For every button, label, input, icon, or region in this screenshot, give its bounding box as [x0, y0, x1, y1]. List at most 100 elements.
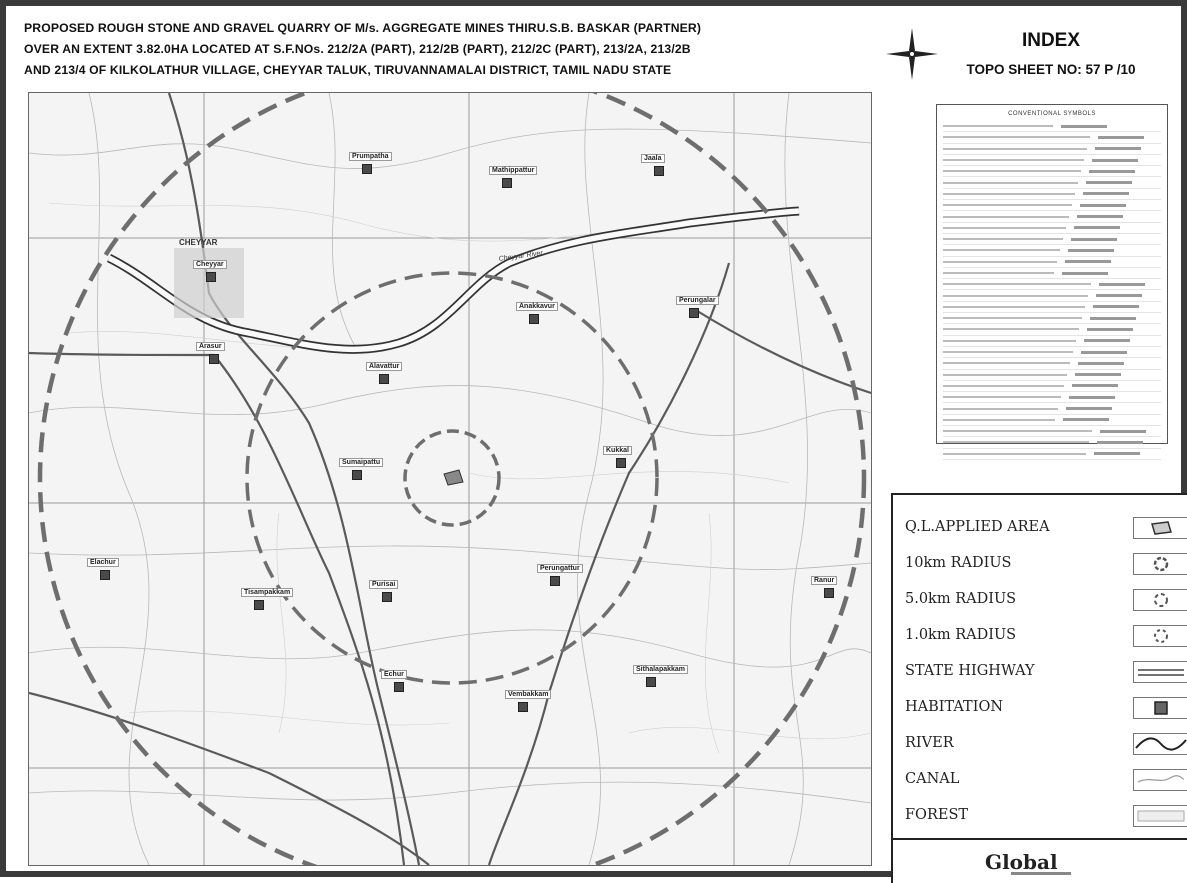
- conventional-symbol-row: [943, 290, 1161, 302]
- symbol-description: [943, 283, 1091, 286]
- conventional-symbol-row: [943, 223, 1161, 234]
- wavy-line-icon: [1133, 733, 1187, 755]
- legend-item-forest: FOREST: [905, 805, 1187, 829]
- habitation-marker[interactable]: [616, 458, 626, 468]
- conventional-symbol-row: [943, 132, 1161, 144]
- legend-label: HABITATION: [905, 699, 1004, 715]
- symbol-description: [943, 396, 1061, 399]
- habitation-label: Cheyyar: [193, 260, 227, 269]
- legend-label: 1.0km RADIUS: [905, 627, 1017, 643]
- habitation-marker[interactable]: [209, 354, 219, 364]
- symbol-sample: [1097, 440, 1143, 444]
- title-line-3: AND 213/4 OF KILKOLATHUR VILLAGE, CHEYYA…: [24, 63, 672, 77]
- map-title: PROPOSED ROUGH STONE AND GRAVEL QUARRY O…: [24, 18, 879, 81]
- symbol-sample: [1094, 452, 1140, 456]
- radius-10km-circle: [37, 93, 867, 865]
- double-line-icon: [1133, 661, 1187, 683]
- legend-label: RIVER: [905, 735, 954, 751]
- conventional-symbol-row: [943, 381, 1161, 393]
- logo-tagline: [1011, 872, 1071, 875]
- north-arrow-icon: [886, 28, 938, 80]
- conventional-symbol-row: [943, 336, 1161, 347]
- conventional-symbol-row: [943, 234, 1161, 246]
- conventional-symbol-row: [943, 200, 1161, 212]
- habitation-label: Prumpatha: [349, 152, 392, 161]
- symbol-description: [943, 362, 1070, 365]
- symbol-sample: [1069, 395, 1115, 399]
- dashed-circle-icon: [1133, 553, 1187, 575]
- symbol-sample: [1099, 282, 1145, 286]
- habitation-marker[interactable]: [689, 308, 699, 318]
- habitation-marker[interactable]: [824, 588, 834, 598]
- conventional-symbol-row: [943, 347, 1161, 359]
- habitation-marker[interactable]: [518, 702, 528, 712]
- conventional-symbol-row: [943, 426, 1161, 438]
- symbol-sample: [1077, 215, 1123, 219]
- symbol-description: [943, 204, 1072, 207]
- conventional-symbol-row: [943, 177, 1161, 189]
- habitation-marker[interactable]: [206, 272, 216, 282]
- logo-box: Global: [891, 838, 1187, 883]
- symbol-sample: [1090, 316, 1136, 320]
- legend-label: CANAL: [905, 771, 960, 787]
- dashed-circle-icon: [1133, 625, 1187, 647]
- symbol-sample: [1074, 226, 1120, 230]
- conventional-symbols-list: [943, 121, 1161, 460]
- symbol-description: [943, 136, 1090, 139]
- conventional-symbol-row: [943, 189, 1161, 201]
- symbol-sample: [1071, 237, 1117, 241]
- legend-item-5km-radius: 5.0km RADIUS: [905, 589, 1187, 613]
- habitation-marker[interactable]: [550, 576, 560, 586]
- symbol-sample: [1092, 158, 1138, 162]
- habitation-marker[interactable]: [646, 677, 656, 687]
- filled-square-icon: [1133, 697, 1187, 719]
- symbol-description: [943, 339, 1076, 342]
- habitation-marker[interactable]: [502, 178, 512, 188]
- symbol-description: [943, 147, 1087, 150]
- conventional-symbol-row: [943, 245, 1161, 257]
- symbol-sample: [1062, 271, 1108, 275]
- habitation-marker[interactable]: [352, 470, 362, 480]
- habitation-marker[interactable]: [379, 374, 389, 384]
- symbol-description: [943, 317, 1082, 320]
- conventional-symbol-row: [943, 415, 1161, 427]
- symbol-sample: [1063, 418, 1109, 422]
- habitation-label: Sithalapakkam: [633, 665, 689, 674]
- title-line-2: OVER AN EXTENT 3.82.0HA LOCATED AT S.F.N…: [24, 42, 691, 56]
- habitation-label: Jaala: [641, 154, 665, 163]
- legend-item-canal: CANAL: [905, 769, 1187, 793]
- symbol-description: [943, 418, 1055, 421]
- symbol-description: [943, 170, 1081, 173]
- forest-icon: [1133, 805, 1187, 827]
- conventional-symbol-row: [943, 403, 1161, 415]
- conventional-symbol-row: [943, 268, 1161, 280]
- symbol-description: [943, 373, 1067, 376]
- symbol-sample: [1095, 147, 1141, 151]
- conventional-symbol-row: [943, 358, 1161, 370]
- habitation-marker[interactable]: [254, 600, 264, 610]
- conventional-symbol-row: [943, 279, 1161, 291]
- legend-label: STATE HIGHWAY: [905, 663, 1035, 679]
- habitation-label: Elachur: [87, 558, 119, 567]
- symbol-description: [943, 305, 1085, 308]
- legend-item-state-highway: STATE HIGHWAY: [905, 661, 1187, 685]
- habitation-label: Tisampakkam: [241, 588, 294, 597]
- habitation-marker[interactable]: [362, 164, 372, 174]
- habitation-marker[interactable]: [654, 166, 664, 176]
- habitation-marker[interactable]: [394, 682, 404, 692]
- symbol-sample: [1087, 327, 1133, 331]
- conventional-symbols-title: CONVENTIONAL SYMBOLS: [1008, 111, 1096, 117]
- habitation-marker[interactable]: [100, 570, 110, 580]
- quarry-applied-area[interactable]: [443, 469, 464, 486]
- habitation-marker[interactable]: [382, 592, 392, 602]
- symbol-description: [943, 328, 1079, 331]
- symbol-description: [943, 238, 1063, 241]
- conventional-symbol-row: [943, 449, 1161, 460]
- symbol-description: [943, 272, 1054, 274]
- habitation-marker[interactable]: [529, 314, 539, 324]
- symbol-sample: [1066, 407, 1112, 411]
- radius-5km-circle: [245, 271, 659, 685]
- symbol-description: [943, 159, 1084, 162]
- symbol-description: [943, 192, 1075, 195]
